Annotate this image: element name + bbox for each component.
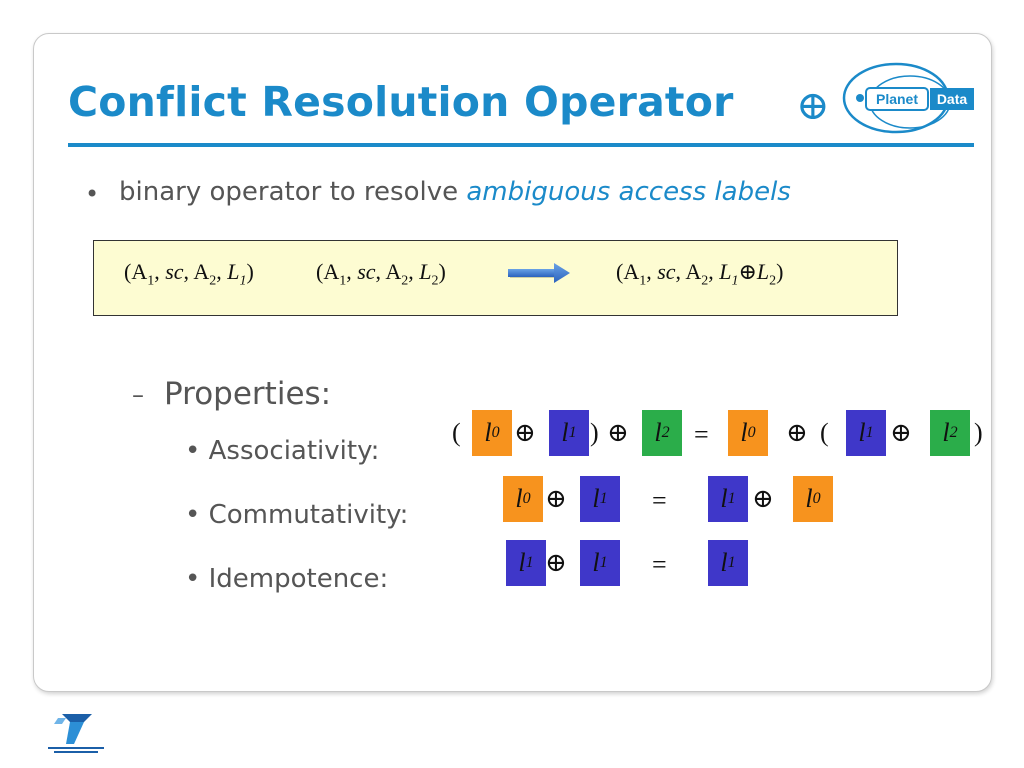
title-divider <box>68 143 974 147</box>
sub-bullet-dash: – <box>132 381 144 409</box>
equals-symbol: = <box>652 550 667 579</box>
oplus-symbol: ⊕ <box>890 418 912 447</box>
open-paren: ( <box>820 418 829 447</box>
formula-box <box>93 240 898 316</box>
close-paren: ) <box>590 418 599 447</box>
oplus-symbol: ⊕ <box>607 418 629 447</box>
bullet-text-plain: binary operator to resolve <box>119 177 467 207</box>
formula-rhs: (A1, sc, A2, L1⊕L2) <box>616 259 784 289</box>
property-commutativity: • Commutativity: <box>185 500 409 530</box>
formula-lhs-2: (A1, sc, A2, L2) <box>316 259 446 289</box>
oplus-symbol: ⊕ <box>752 484 774 513</box>
seventh-framework-programme-logo <box>48 714 104 753</box>
logo-text-planet: Planet <box>876 91 918 107</box>
property-idempotence: • Idempotence: <box>185 564 389 594</box>
equals-symbol: = <box>652 486 667 515</box>
property-associativity: • Associativity: <box>185 436 380 466</box>
equals-symbol: = <box>694 420 709 449</box>
oplus-symbol: ⊕ <box>514 418 536 447</box>
properties-heading: Properties: <box>164 376 332 412</box>
open-paren: ( <box>452 418 461 447</box>
title-operator-symbol: ⊕ <box>796 83 830 129</box>
logo-text-data: Data <box>937 91 968 107</box>
oplus-symbol: ⊕ <box>545 484 567 513</box>
bullet-text: binary operator to resolve ambiguous acc… <box>119 177 791 207</box>
oplus-symbol: ⊕ <box>786 418 808 447</box>
bullet-text-highlight: ambiguous access labels <box>466 177 791 207</box>
bullet-marker: • <box>85 180 100 208</box>
slide-title: Conflict Resolution Operator <box>68 78 734 126</box>
formula-lhs-1: (A1, sc, A2, L1) <box>124 259 254 289</box>
planet-data-logo: Planet Data <box>842 62 974 134</box>
oplus-symbol: ⊕ <box>545 548 567 577</box>
close-paren: ) <box>974 418 983 447</box>
right-arrow-icon <box>508 263 570 283</box>
